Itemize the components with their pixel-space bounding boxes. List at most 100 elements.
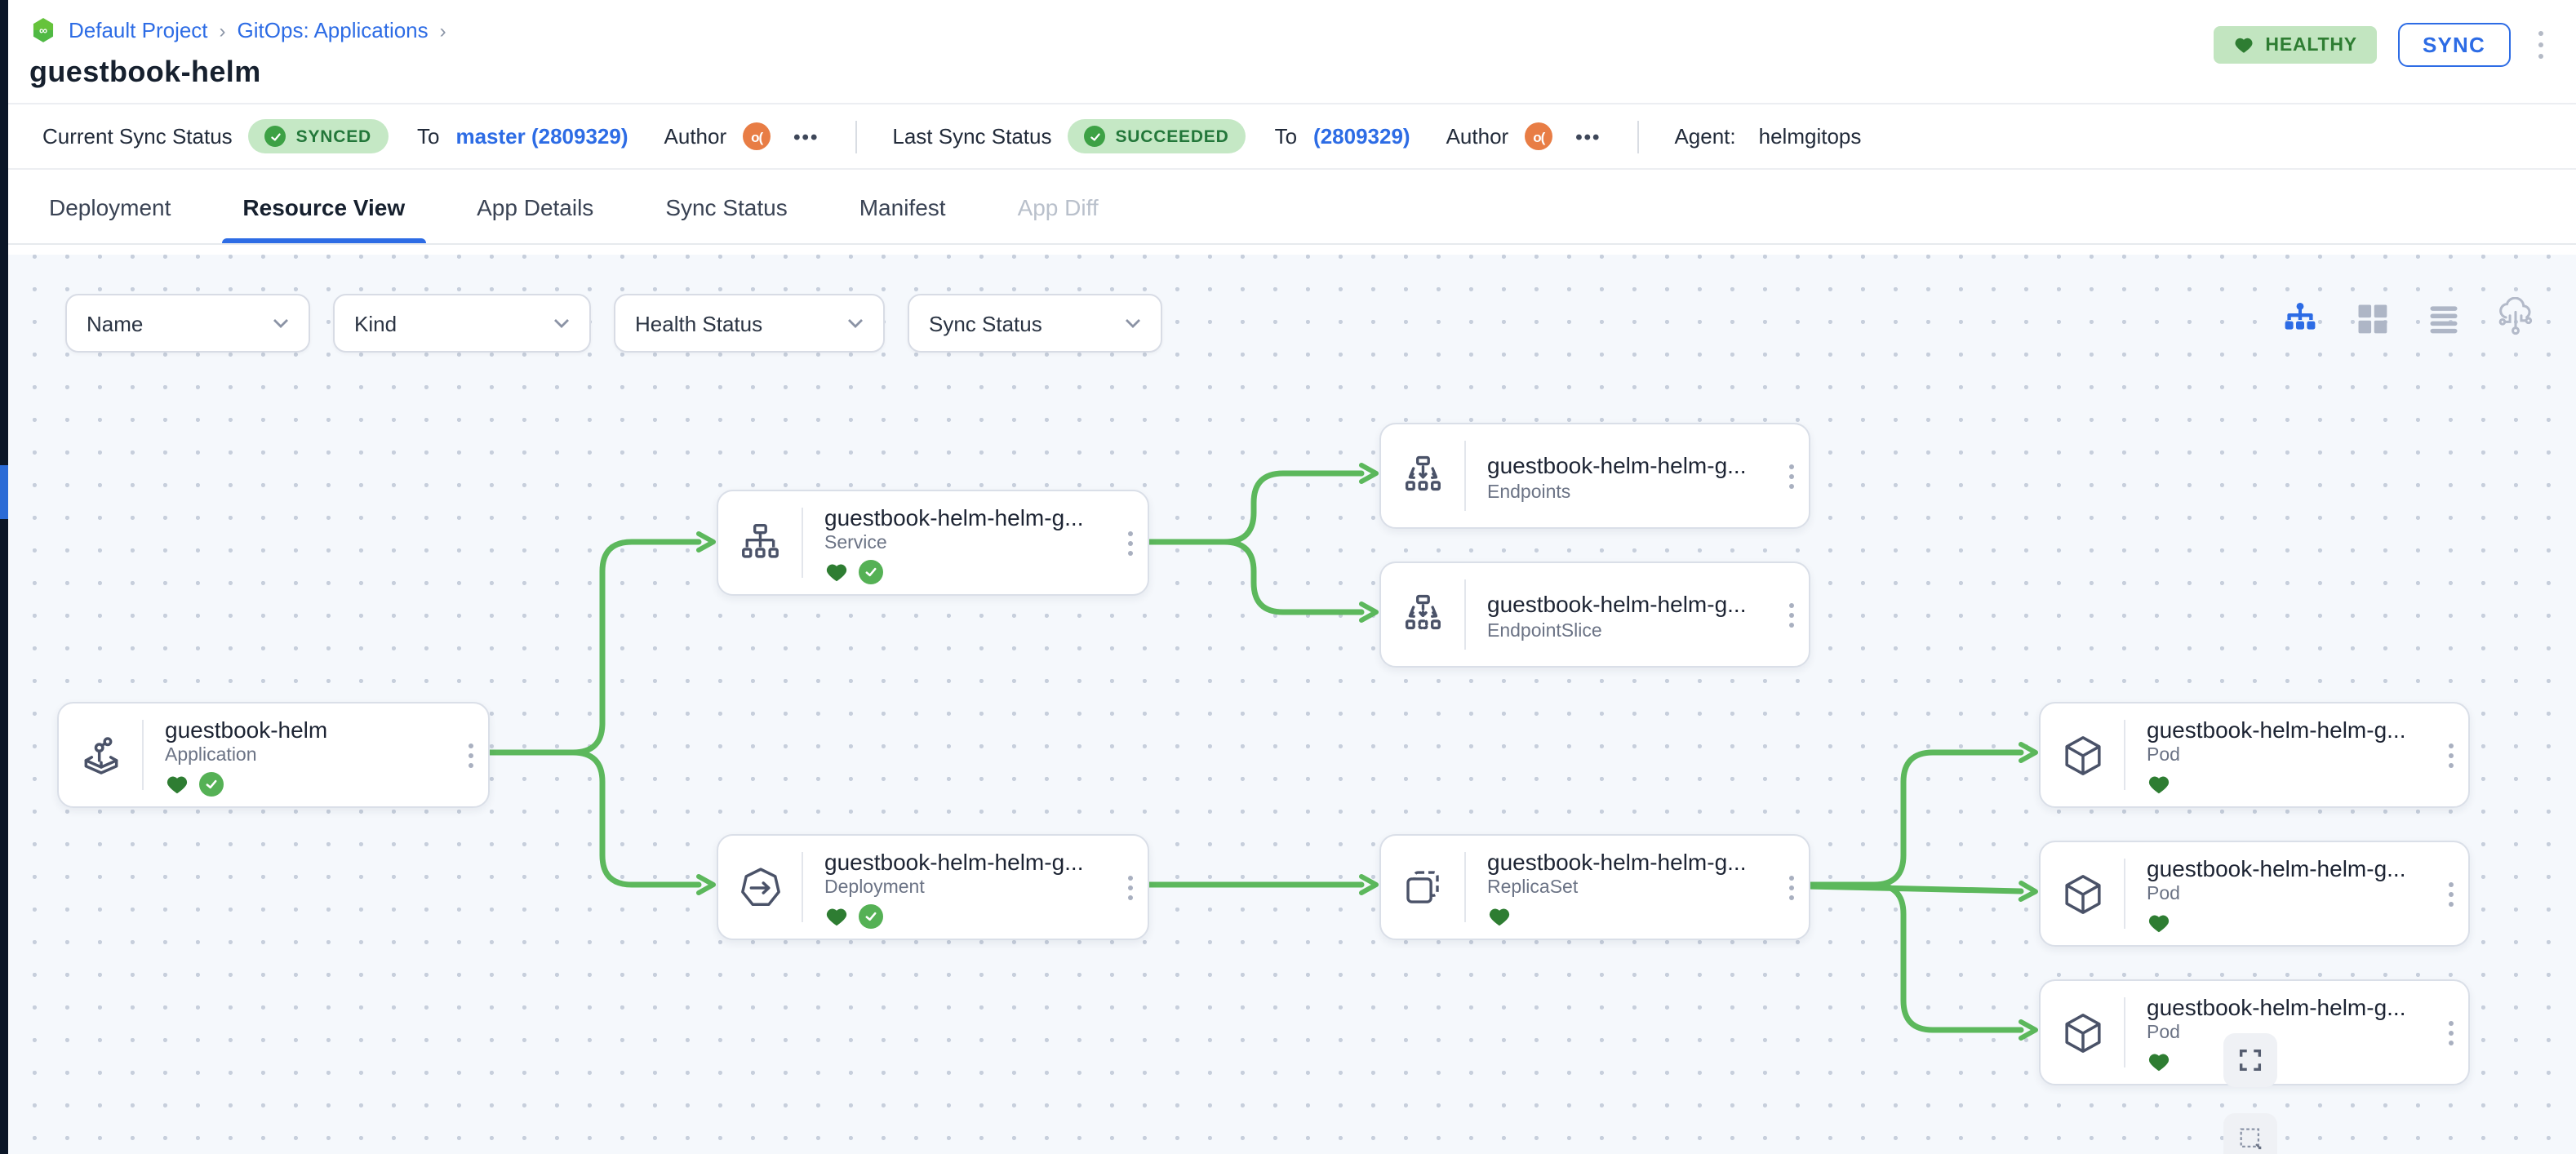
last-author-avatar[interactable]: o( — [1525, 122, 1553, 150]
page-header: ∞ Default Project › GitOps: Applications… — [0, 0, 2576, 103]
node-title: guestbook-helm-helm-g... — [1487, 591, 1747, 618]
filter-kind-label: Kind — [354, 311, 398, 335]
node-kebab-menu-icon[interactable] — [1789, 464, 1794, 488]
cluster-view-icon[interactable] — [2494, 297, 2537, 340]
divider — [1464, 852, 1466, 922]
tab-deployment[interactable]: Deployment — [49, 193, 171, 220]
fullscreen-icon — [2239, 1049, 2262, 1072]
tab-bar: Deployment Resource View App Details Syn… — [0, 170, 2576, 245]
health-status-badge: HEALTHY — [2213, 26, 2377, 64]
healthy-heart-icon — [826, 563, 847, 581]
chevron-down-icon — [273, 318, 289, 328]
current-to-label: To — [417, 124, 440, 149]
filter-row: Name Kind Health Status Sync Status — [65, 294, 1162, 353]
synced-check-icon — [859, 903, 883, 929]
last-sync-status-label: Last Sync Status — [892, 124, 1052, 149]
filter-name[interactable]: Name — [65, 294, 310, 353]
node-title: guestbook-helm-helm-g... — [2147, 994, 2406, 1020]
node-pod-1[interactable]: guestbook-helm-helm-g... Pod — [2039, 702, 2470, 808]
tab-app-details[interactable]: App Details — [477, 193, 594, 220]
tab-resource-view[interactable]: Resource View — [221, 170, 427, 243]
filter-kind[interactable]: Kind — [333, 294, 591, 353]
node-application[interactable]: guestbook-helm Application — [57, 702, 490, 808]
node-kebab-menu-icon[interactable] — [2449, 743, 2454, 767]
node-title: guestbook-helm-helm-g... — [824, 849, 1084, 875]
chevron-down-icon — [553, 318, 570, 328]
divider — [1637, 120, 1639, 153]
current-more-button[interactable]: ••• — [793, 125, 819, 148]
resource-tree-canvas[interactable]: Name Kind Health Status Sync Status — [0, 255, 2576, 1154]
last-sync-status-badge: SUCCEEDED — [1068, 119, 1246, 153]
check-circle-icon — [264, 126, 286, 147]
breadcrumb-separator: › — [219, 19, 226, 42]
header-kebab-menu-icon[interactable] — [2531, 28, 2550, 63]
node-status-badges — [1487, 903, 1766, 930]
node-pod-2[interactable]: guestbook-helm-helm-g... Pod — [2039, 841, 2470, 947]
tab-sync-status[interactable]: Sync Status — [665, 193, 788, 220]
node-pod-3[interactable]: guestbook-helm-helm-g... Pod — [2039, 979, 2470, 1085]
endpointslice-icon — [1381, 563, 1464, 666]
node-kebab-menu-icon[interactable] — [1789, 875, 1794, 899]
current-revision-link[interactable]: master (2809329) — [455, 124, 628, 149]
header-actions: HEALTHY SYNC — [2213, 23, 2550, 67]
divider — [802, 508, 803, 578]
health-badge-label: HEALTHY — [2265, 35, 2357, 55]
filter-health-status[interactable]: Health Status — [614, 294, 885, 353]
dashed-selection-icon — [2240, 1127, 2262, 1149]
status-bar: Current Sync Status SYNCED To master (28… — [0, 103, 2576, 170]
node-deployment[interactable]: guestbook-helm-helm-g... Deployment — [717, 834, 1149, 940]
node-service[interactable]: guestbook-helm-helm-g... Service — [717, 490, 1149, 596]
grid-view-icon[interactable] — [2351, 297, 2393, 340]
divider — [802, 852, 803, 922]
last-author-label: Author — [1446, 124, 1509, 149]
last-revision-link[interactable]: (2809329) — [1313, 124, 1410, 149]
deployment-icon — [718, 836, 802, 939]
list-view-icon[interactable] — [2423, 297, 2465, 340]
node-kebab-menu-icon[interactable] — [2449, 1020, 2454, 1045]
synced-check-icon — [859, 559, 883, 584]
pod-icon — [2041, 842, 2124, 945]
tab-manifest[interactable]: Manifest — [859, 193, 946, 220]
last-more-button[interactable]: ••• — [1575, 125, 1601, 148]
node-kebab-menu-icon[interactable] — [2449, 881, 2454, 906]
tree-view-icon[interactable] — [2279, 297, 2321, 340]
node-status-badges — [165, 771, 446, 797]
divider — [1464, 579, 1466, 650]
breadcrumb-project[interactable]: Default Project — [69, 18, 208, 42]
select-region-button[interactable] — [2223, 1113, 2277, 1154]
node-endpoints[interactable]: guestbook-helm-helm-g... Endpoints — [1379, 423, 1810, 529]
healthy-heart-icon — [2148, 1053, 2170, 1071]
node-kebab-menu-icon[interactable] — [1128, 875, 1133, 899]
last-sync-status-badge-label: SUCCEEDED — [1115, 126, 1229, 146]
node-kebab-menu-icon[interactable] — [1128, 530, 1133, 555]
node-endpointslice[interactable]: guestbook-helm-helm-g... EndpointSlice — [1379, 561, 1810, 668]
node-kind: Pod — [2147, 885, 2180, 905]
node-kind: EndpointSlice — [1487, 621, 1602, 641]
collapsed-sidebar-rail[interactable] — [0, 0, 8, 1154]
node-kebab-menu-icon[interactable] — [1789, 602, 1794, 627]
current-author-avatar[interactable]: o( — [743, 122, 771, 150]
check-circle-icon — [1084, 126, 1106, 147]
node-kind: Deployment — [824, 878, 925, 899]
agent-value: helmgitops — [1758, 124, 1862, 149]
fit-to-screen-button[interactable] — [2223, 1033, 2277, 1087]
tab-app-diff: App Diff — [1017, 193, 1099, 220]
node-kebab-menu-icon[interactable] — [469, 743, 473, 767]
chevron-down-icon — [847, 318, 864, 328]
heart-icon — [2234, 38, 2252, 53]
service-icon — [718, 491, 802, 594]
breadcrumb-applications[interactable]: GitOps: Applications — [237, 18, 429, 42]
current-author-label: Author — [664, 124, 727, 149]
filter-sync-status[interactable]: Sync Status — [908, 294, 1162, 353]
healthy-heart-icon — [2148, 914, 2170, 932]
filter-name-label: Name — [87, 311, 144, 335]
current-sync-status-label: Current Sync Status — [42, 124, 233, 149]
sync-button[interactable]: SYNC — [2397, 23, 2510, 67]
node-title: guestbook-helm-helm-g... — [824, 504, 1084, 530]
divider — [2124, 720, 2125, 790]
divider — [2124, 859, 2125, 929]
node-status-badges — [824, 903, 1105, 930]
node-replicaset[interactable]: guestbook-helm-helm-g... ReplicaSet — [1379, 834, 1810, 940]
codefresh-logo-icon: ∞ — [29, 16, 57, 44]
